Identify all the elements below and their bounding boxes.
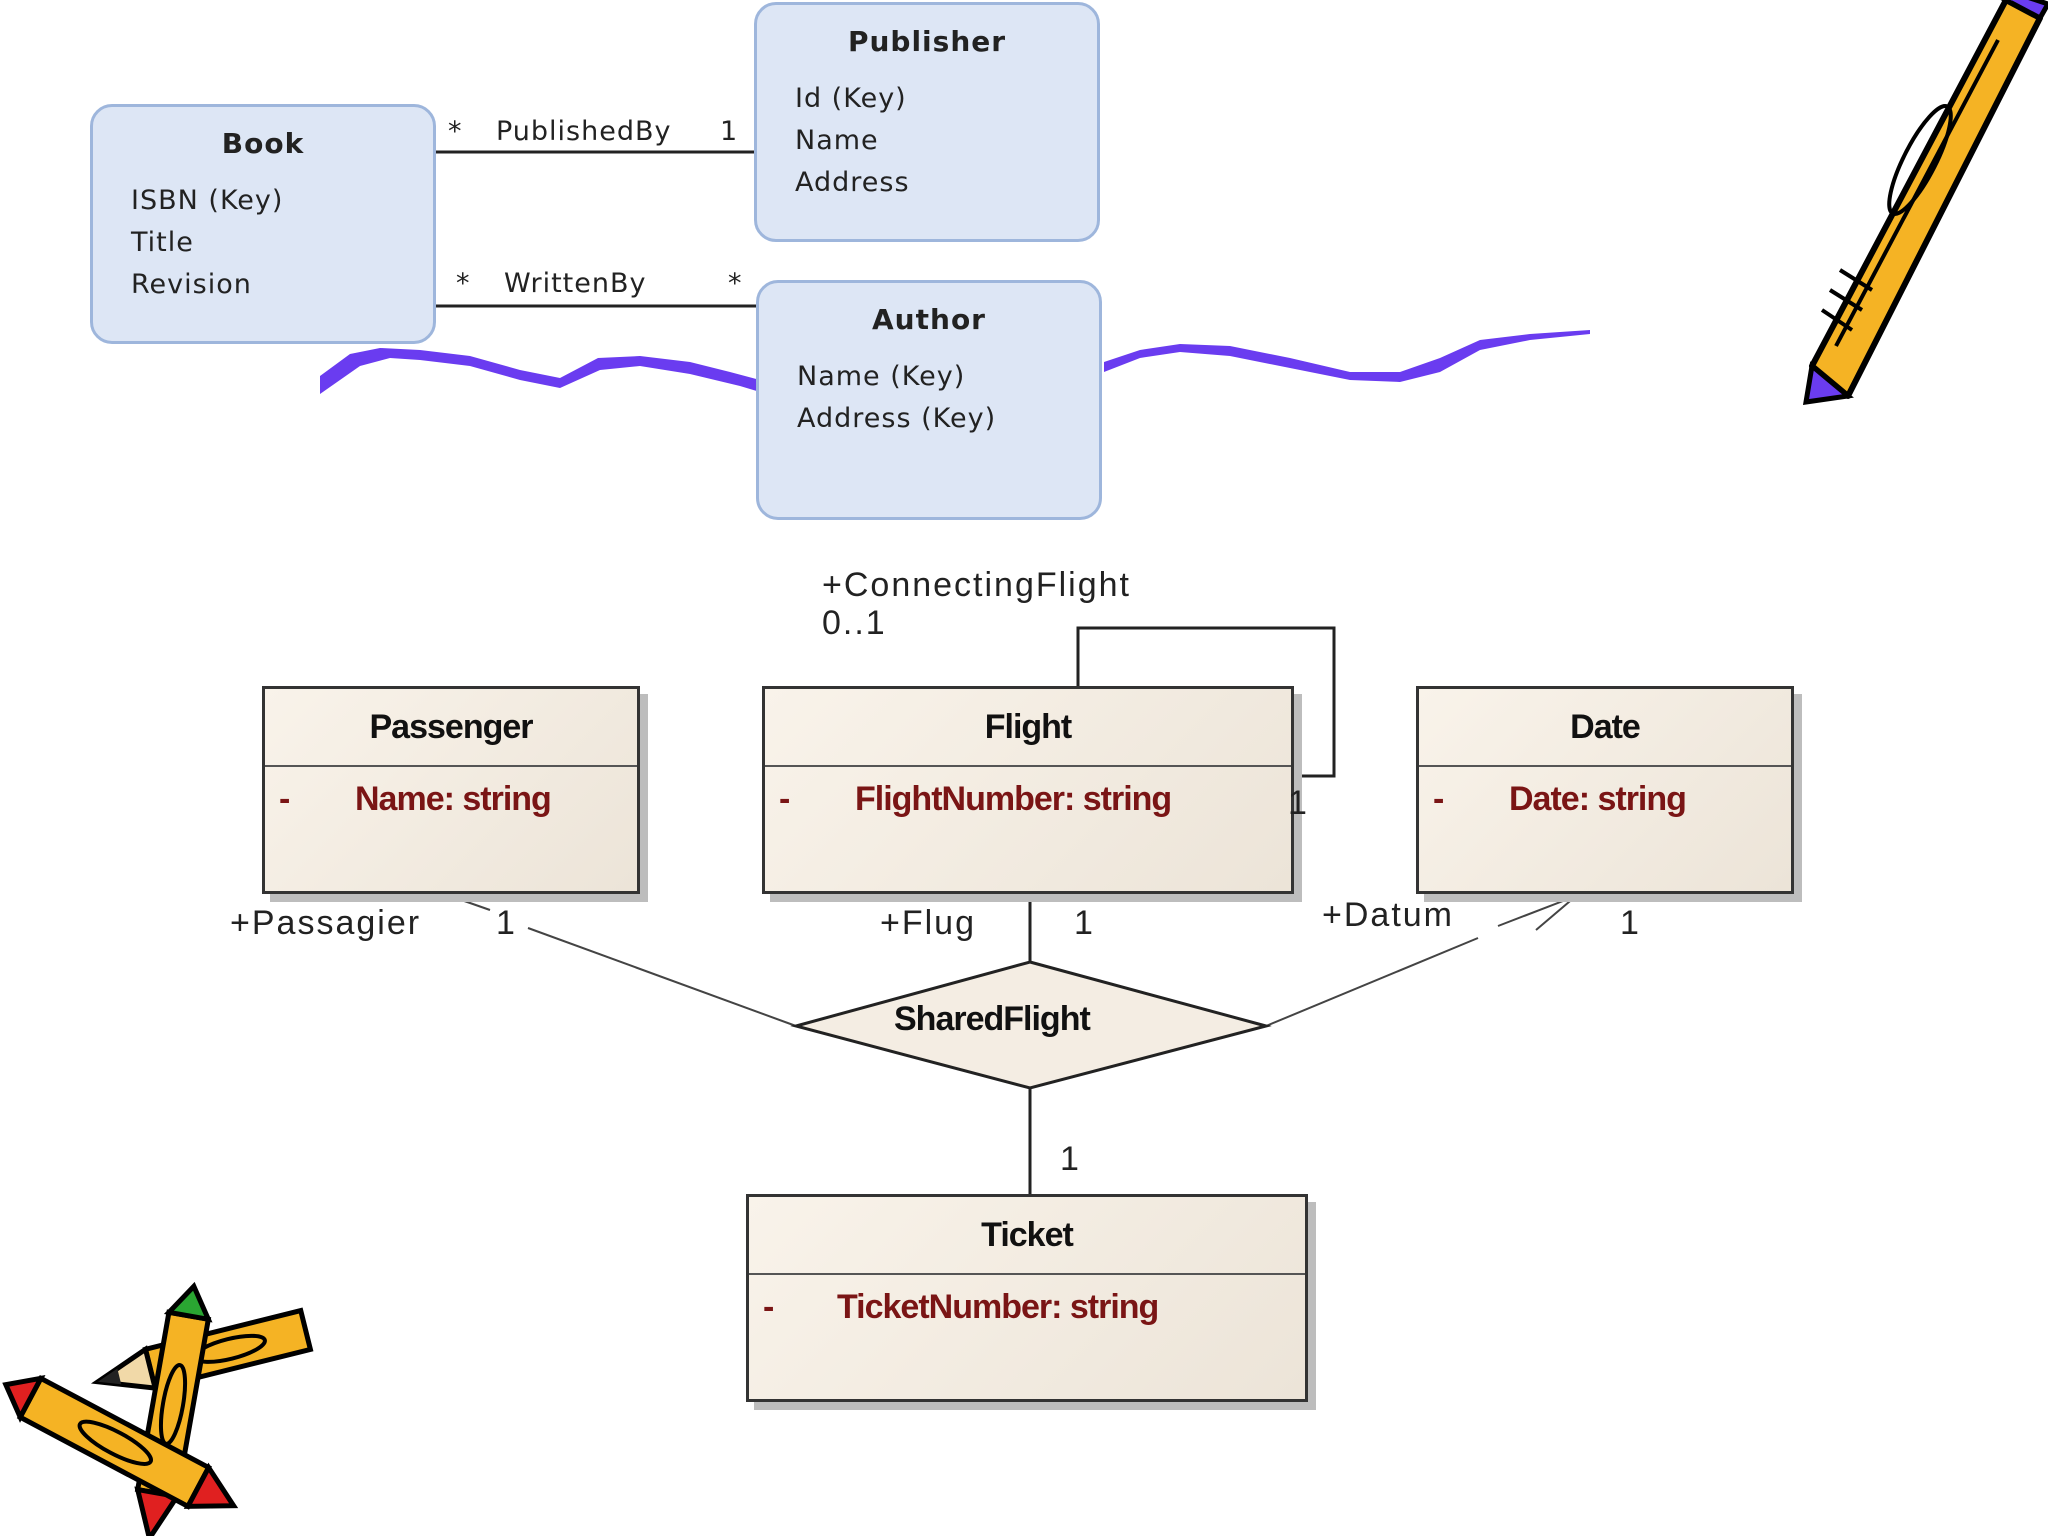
date-attribute: - Date: string bbox=[1419, 767, 1791, 831]
passagier-line-2 bbox=[527, 927, 797, 1027]
connecting-flight-multiplicity: 0..1 bbox=[822, 604, 887, 642]
written-by-label: WrittenBy bbox=[504, 268, 647, 299]
crossed-pencils-icon bbox=[2, 1281, 314, 1536]
published-by-to-multiplicity: 1 bbox=[720, 116, 739, 147]
publisher-attribute: Id (Key) bbox=[795, 83, 907, 114]
passenger-attribute-text: Name: string bbox=[355, 780, 552, 818]
flight-class-title: Flight bbox=[765, 689, 1291, 767]
flug-role: +Flug bbox=[880, 904, 976, 942]
flight-attribute: - FlightNumber: string bbox=[765, 767, 1291, 831]
book-entity-title: Book bbox=[221, 127, 305, 160]
connecting-flight-end-multiplicity: 1 bbox=[1288, 784, 1309, 822]
passenger-attribute: - Name: string bbox=[265, 767, 637, 831]
flight-attribute-text: FlightNumber: string bbox=[855, 780, 1172, 818]
publisher-attributes: Id (Key) Name Address bbox=[757, 78, 1097, 204]
author-entity-title: Author bbox=[872, 303, 986, 336]
date-class-title: Date bbox=[1419, 689, 1791, 767]
publisher-entity[interactable]: Publisher Id (Key) Name Address bbox=[754, 2, 1100, 242]
book-attribute: Revision bbox=[131, 269, 252, 300]
visibility-marker: - bbox=[279, 780, 291, 818]
author-attributes: Name (Key) Address (Key) bbox=[759, 356, 1099, 440]
passenger-class-title: Passenger bbox=[265, 689, 637, 767]
connecting-flight-role: +ConnectingFlight bbox=[822, 566, 1132, 604]
passagier-multiplicity: 1 bbox=[496, 904, 517, 942]
datum-arrowhead bbox=[1533, 893, 1579, 931]
book-attribute: ISBN (Key) bbox=[131, 185, 284, 216]
book-attribute: Title bbox=[131, 227, 194, 258]
written-by-to-multiplicity: * bbox=[728, 268, 743, 299]
shared-flight-label: SharedFlight bbox=[894, 1000, 1091, 1038]
flight-class[interactable]: Flight - FlightNumber: string bbox=[762, 686, 1294, 894]
pencil-icon bbox=[1802, 0, 2048, 405]
passagier-role: +Passagier bbox=[230, 904, 422, 942]
publisher-attribute: Name bbox=[795, 125, 879, 156]
scribble-decoration-right bbox=[1104, 330, 1590, 382]
connecting-flight-loop bbox=[1076, 626, 1336, 778]
book-entity[interactable]: Book ISBN (Key) Title Revision bbox=[90, 104, 436, 344]
author-attribute: Name (Key) bbox=[797, 361, 966, 392]
publisher-entity-title: Publisher bbox=[847, 25, 1007, 58]
book-attributes: ISBN (Key) Title Revision bbox=[93, 180, 433, 306]
author-entity[interactable]: Author Name (Key) Address (Key) bbox=[756, 280, 1102, 520]
ticket-attribute: - TicketNumber: string bbox=[749, 1275, 1305, 1339]
published-by-label: PublishedBy bbox=[496, 116, 672, 147]
date-attribute-text: Date: string bbox=[1509, 780, 1687, 818]
passenger-class[interactable]: Passenger - Name: string bbox=[262, 686, 640, 894]
ticket-class-title: Ticket bbox=[749, 1197, 1305, 1275]
publisher-attribute: Address bbox=[795, 167, 910, 198]
ticket-multiplicity: 1 bbox=[1060, 1140, 1081, 1178]
author-attribute: Address (Key) bbox=[797, 403, 997, 434]
ticket-class[interactable]: Ticket - TicketNumber: string bbox=[746, 1194, 1308, 1402]
date-class[interactable]: Date - Date: string bbox=[1416, 686, 1794, 894]
scribble-decoration bbox=[320, 348, 760, 394]
ticket-attribute-text: TicketNumber: string bbox=[837, 1288, 1159, 1326]
written-by-from-multiplicity: * bbox=[456, 268, 471, 299]
visibility-marker: - bbox=[1433, 780, 1445, 818]
datum-role: +Datum bbox=[1322, 896, 1454, 934]
published-by-from-multiplicity: * bbox=[448, 116, 463, 147]
visibility-marker: - bbox=[779, 780, 791, 818]
visibility-marker: - bbox=[763, 1288, 775, 1326]
passagier-line bbox=[449, 895, 491, 911]
flug-multiplicity: 1 bbox=[1074, 904, 1095, 942]
datum-line bbox=[1265, 937, 1479, 1027]
datum-multiplicity: 1 bbox=[1620, 904, 1641, 942]
datum-line-2 bbox=[1497, 895, 1577, 927]
shared-flight-diamond[interactable] bbox=[790, 960, 1272, 1090]
